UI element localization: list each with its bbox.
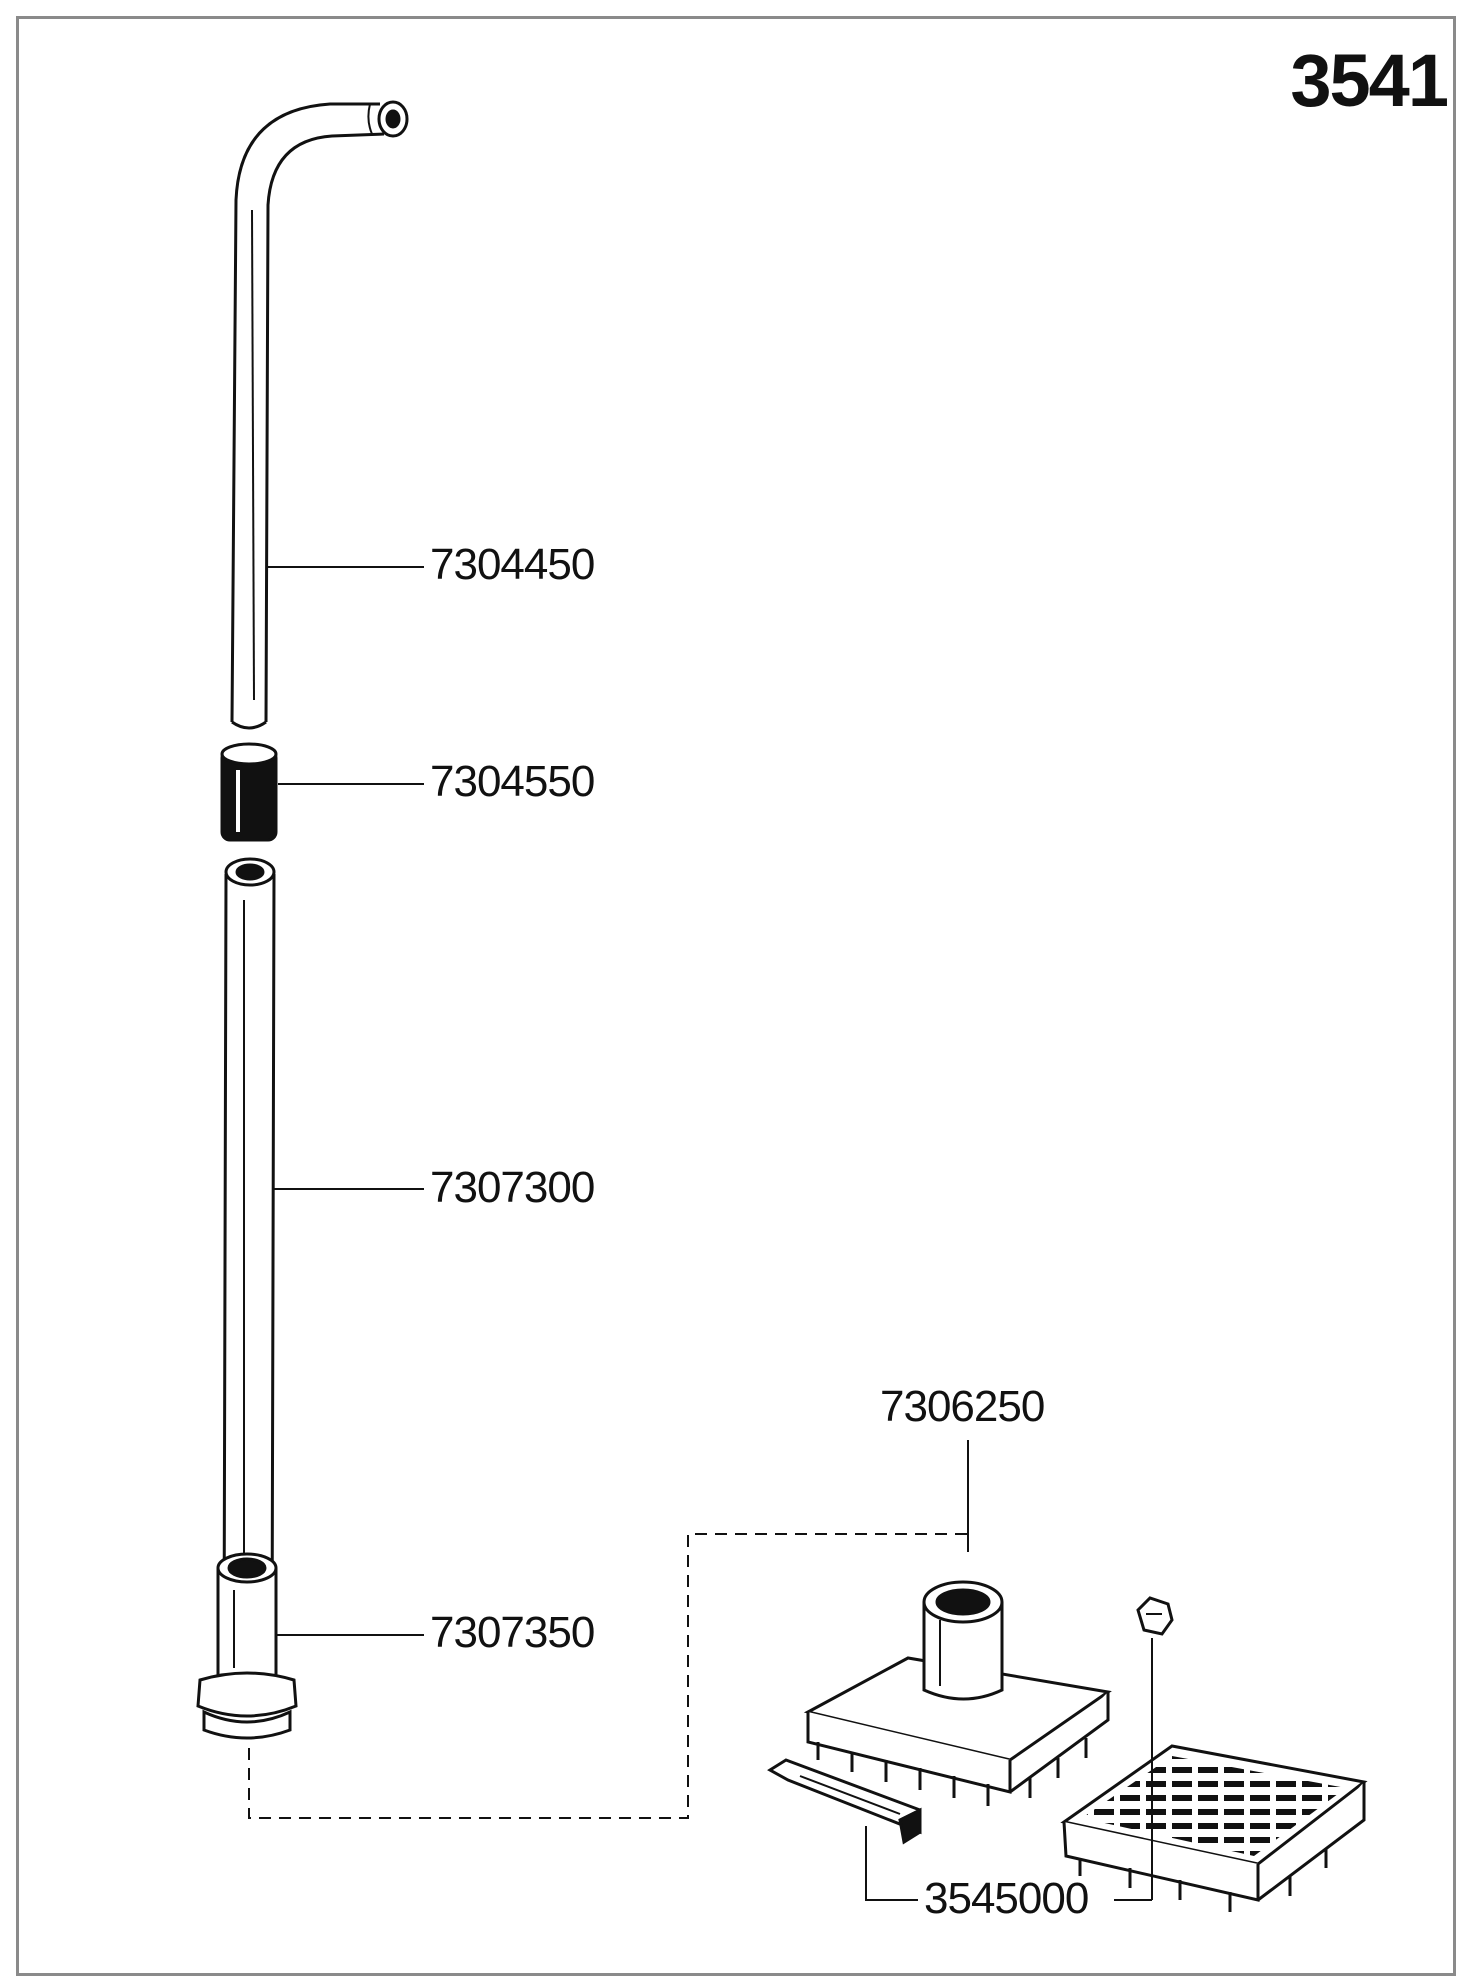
bent-tube-7304450	[230, 100, 409, 730]
dashed-connector	[248, 1533, 968, 1819]
page-number: 3541	[1290, 39, 1449, 122]
part-label-3545000: 3545000	[924, 1874, 1089, 1923]
leader-line-3545000-left	[865, 1826, 918, 1901]
grate-3545000	[1060, 1744, 1368, 1912]
part-label-7307350: 7307350	[430, 1608, 595, 1657]
part-label-7304450: 7304450	[430, 540, 595, 589]
fitting-7307350	[196, 1552, 298, 1740]
straight-tube-7307300	[222, 857, 276, 1667]
part-label-7304550: 7304550	[430, 757, 595, 806]
sleeve-7304550	[220, 742, 278, 842]
base-7306250	[803, 1580, 1112, 1806]
part-label-7307300: 7307300	[430, 1163, 595, 1212]
bracket-3545000	[767, 1758, 922, 1845]
clip-part	[1136, 1596, 1174, 1636]
part-label-7306250: 7306250	[880, 1382, 1045, 1431]
